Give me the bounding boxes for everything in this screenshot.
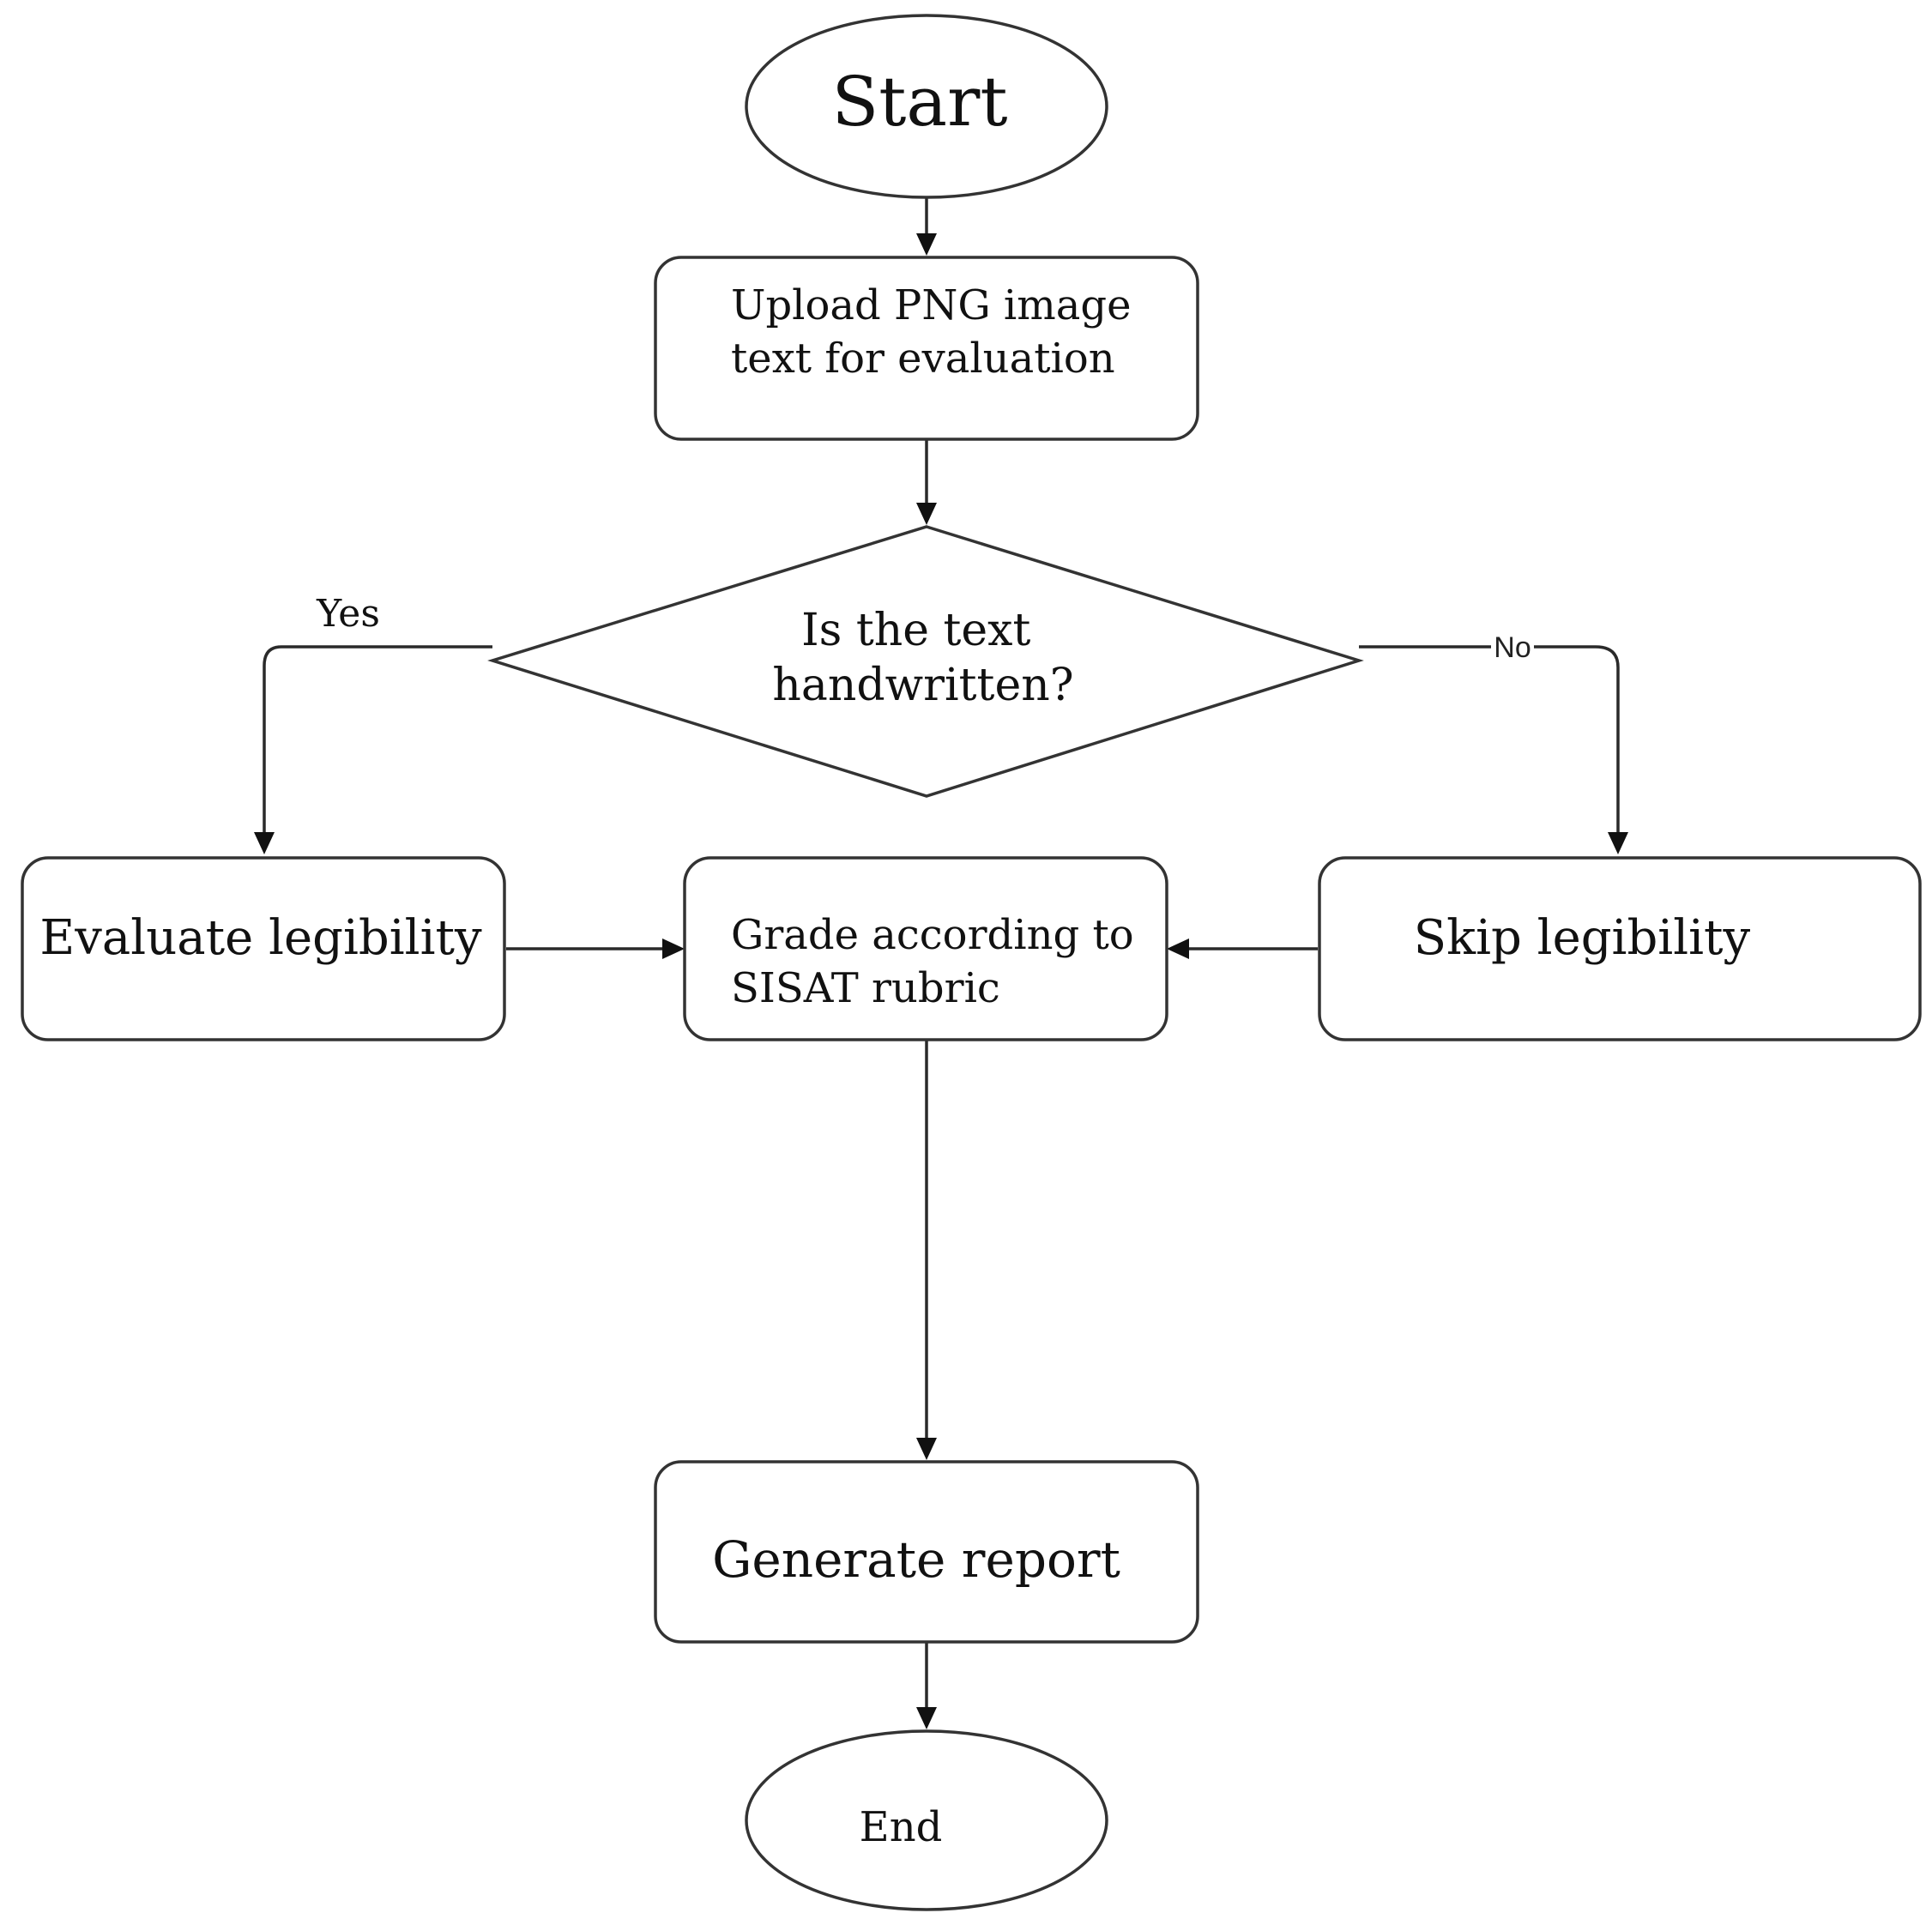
arrowhead-end (916, 1707, 937, 1729)
edge-decision-yes-to-evaluate (263, 645, 492, 832)
decision-shape (487, 525, 1364, 798)
start-label: Start (831, 62, 1007, 142)
arrowhead-skip (1608, 832, 1628, 854)
skip-shape (1318, 856, 1922, 1041)
grade-node: Grade according to SISAT rubric (683, 856, 1168, 1041)
skip-label: Skip legibility (1414, 910, 1751, 966)
grade-label-line-1: Grade according to (731, 911, 1134, 959)
arrowhead-report (916, 1438, 937, 1460)
edge-decision-no-to-skip (1359, 645, 1620, 832)
arrowhead-grade-right (1167, 938, 1189, 959)
upload-node: Upload PNG image text for evaluation (654, 256, 1199, 441)
arrowhead-grade-left (662, 938, 685, 959)
upload-label: Upload PNG image text for evaluation (731, 281, 1144, 383)
arrowhead-decision (916, 503, 937, 525)
grade-label-line-2: SISAT rubric (731, 964, 1000, 1012)
evaluate-shape (21, 856, 506, 1041)
grade-label: Grade according to SISAT rubric (731, 911, 1147, 1012)
skip-node: Skip legibility (1318, 856, 1922, 1041)
arrowhead-upload (916, 233, 937, 256)
evaluate-label: Evaluate legibility (39, 910, 482, 966)
decision-label-line-2: handwritten? (772, 660, 1073, 711)
start-shape (745, 14, 1108, 199)
start-node: Start (745, 14, 1108, 199)
grade-shape (683, 856, 1168, 1041)
decision-label-line-1: Is the text (801, 605, 1030, 656)
arrowhead-evaluate (254, 832, 275, 854)
no-label-background (1491, 630, 1534, 664)
no-label: No (1494, 631, 1531, 664)
report-label: Generate report (712, 1530, 1120, 1589)
report-shape (654, 1460, 1199, 1644)
upload-label-line-1: Upload PNG image (731, 281, 1132, 329)
yes-label: Yes (316, 592, 380, 636)
decision-label: Is the text handwritten? (772, 605, 1073, 711)
evaluate-node: Evaluate legibility (21, 856, 506, 1041)
end-node: End (745, 1729, 1108, 1911)
edges (254, 197, 1628, 1729)
upload-label-line-2: text for evaluation (731, 335, 1115, 383)
upload-shape (654, 256, 1199, 441)
decision-node: Is the text handwritten? (487, 525, 1364, 798)
end-shape (745, 1729, 1108, 1911)
end-label: End (860, 1803, 943, 1851)
report-node: Generate report (654, 1460, 1199, 1644)
